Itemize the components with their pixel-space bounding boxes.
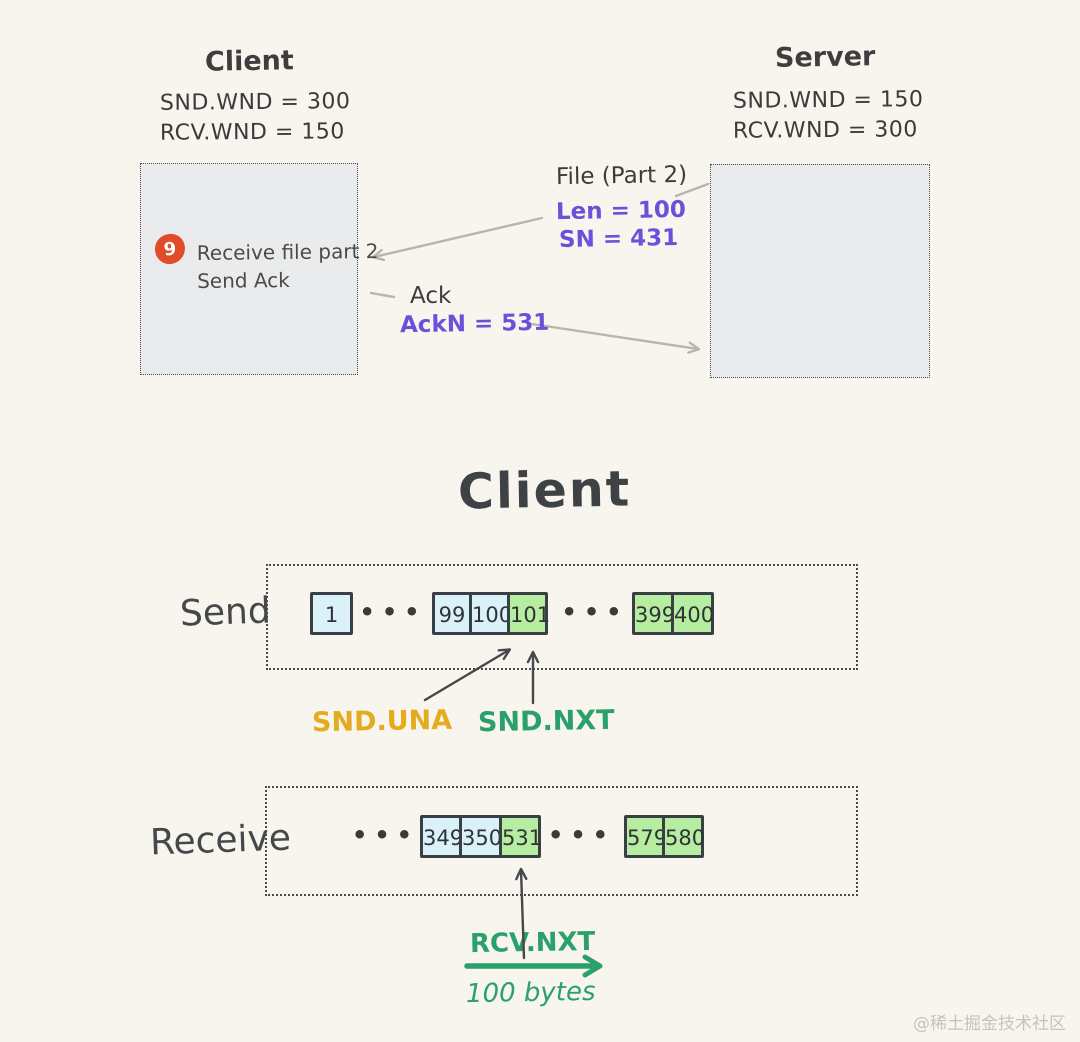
ack-arrow-connector — [369, 291, 396, 299]
file-segment-label: File (Part 2) — [555, 161, 688, 191]
receive-ellipsis-1: ••• — [352, 821, 420, 849]
client-section-title: Client — [457, 460, 632, 521]
send-seq-cell-101: 101 — [507, 592, 550, 635]
rcv-nxt-label: RCV.NXT — [469, 926, 596, 960]
send-seq-cell-400: 400 — [671, 592, 714, 635]
client-rcv-wnd: RCV.WND = 150 — [159, 119, 345, 146]
step-note: Receive file part 2 Send Ack — [197, 237, 379, 295]
server-snd-wnd: SND.WND = 150 — [732, 87, 924, 114]
snd-nxt-label: SND.NXT — [477, 704, 615, 739]
receive-seq-cell-531: 531 — [499, 815, 542, 858]
ack-segment-label: Ack — [410, 283, 452, 309]
client-box — [140, 163, 358, 375]
send-window-container — [266, 564, 858, 670]
receive-window-container — [265, 786, 858, 896]
send-row-label: Send — [179, 590, 272, 635]
receive-seq-cell-580: 580 — [662, 815, 705, 858]
send-seq-cell-100: 100 — [469, 592, 512, 635]
receive-seq-cell-579: 579 — [624, 815, 667, 858]
client-snd-wnd: SND.WND = 300 — [159, 89, 351, 116]
send-seq-cell-99: 99 — [432, 592, 472, 635]
watermark: @稀土掘金技术社区 — [913, 1014, 1066, 1034]
file-segment-len: Len = 100 — [555, 196, 687, 226]
server-header-title: Server — [774, 41, 876, 74]
ack-segment-ackn: AckN = 531 — [399, 309, 550, 339]
step-note-line2: Send Ack — [197, 267, 290, 293]
send-ellipsis-2: ••• — [561, 598, 629, 626]
send-seq-cell-1: 1 — [310, 592, 353, 635]
server-box — [710, 164, 930, 378]
receive-seq-cell-350: 350 — [459, 815, 502, 858]
server-rcv-wnd: RCV.WND = 300 — [732, 117, 918, 144]
send-seq-cell-399: 399 — [632, 592, 675, 635]
advance-bytes-label: 100 bytes — [465, 976, 596, 1010]
receive-seq-cell-349: 349 — [420, 815, 463, 858]
file-segment-sn: SN = 431 — [558, 224, 679, 254]
send-ellipsis-1: ••• — [359, 598, 427, 626]
ack-arrow — [530, 322, 701, 354]
client-header-title: Client — [204, 45, 295, 78]
receive-ellipsis-2: ••• — [548, 821, 616, 849]
file-arrow — [371, 216, 544, 262]
step-note-line1: Receive file part 2 — [196, 239, 379, 265]
snd-una-label: SND.UNA — [311, 704, 453, 739]
